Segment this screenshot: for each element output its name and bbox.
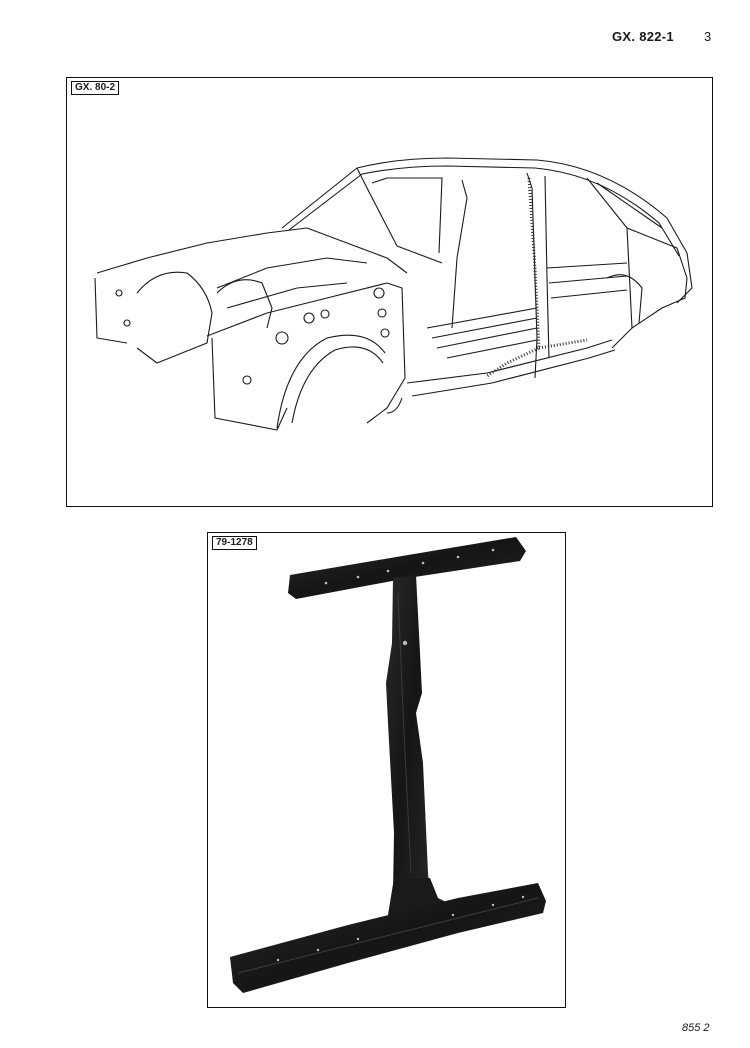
figure-tag: 79-1278	[212, 536, 257, 550]
document-reference: GX. 822-1	[612, 29, 674, 44]
figure-body-shell: GX. 80-2	[66, 77, 713, 507]
car-body-shell-drawing-icon	[94, 157, 693, 431]
figure-tag: GX. 80-2	[71, 81, 120, 95]
page-number: 3	[704, 29, 712, 44]
center-pillar-sill-part-photo-icon	[230, 537, 546, 993]
figure-part-photo: 79-1278	[207, 532, 566, 1008]
footer-reference: 855 2	[682, 1022, 710, 1034]
